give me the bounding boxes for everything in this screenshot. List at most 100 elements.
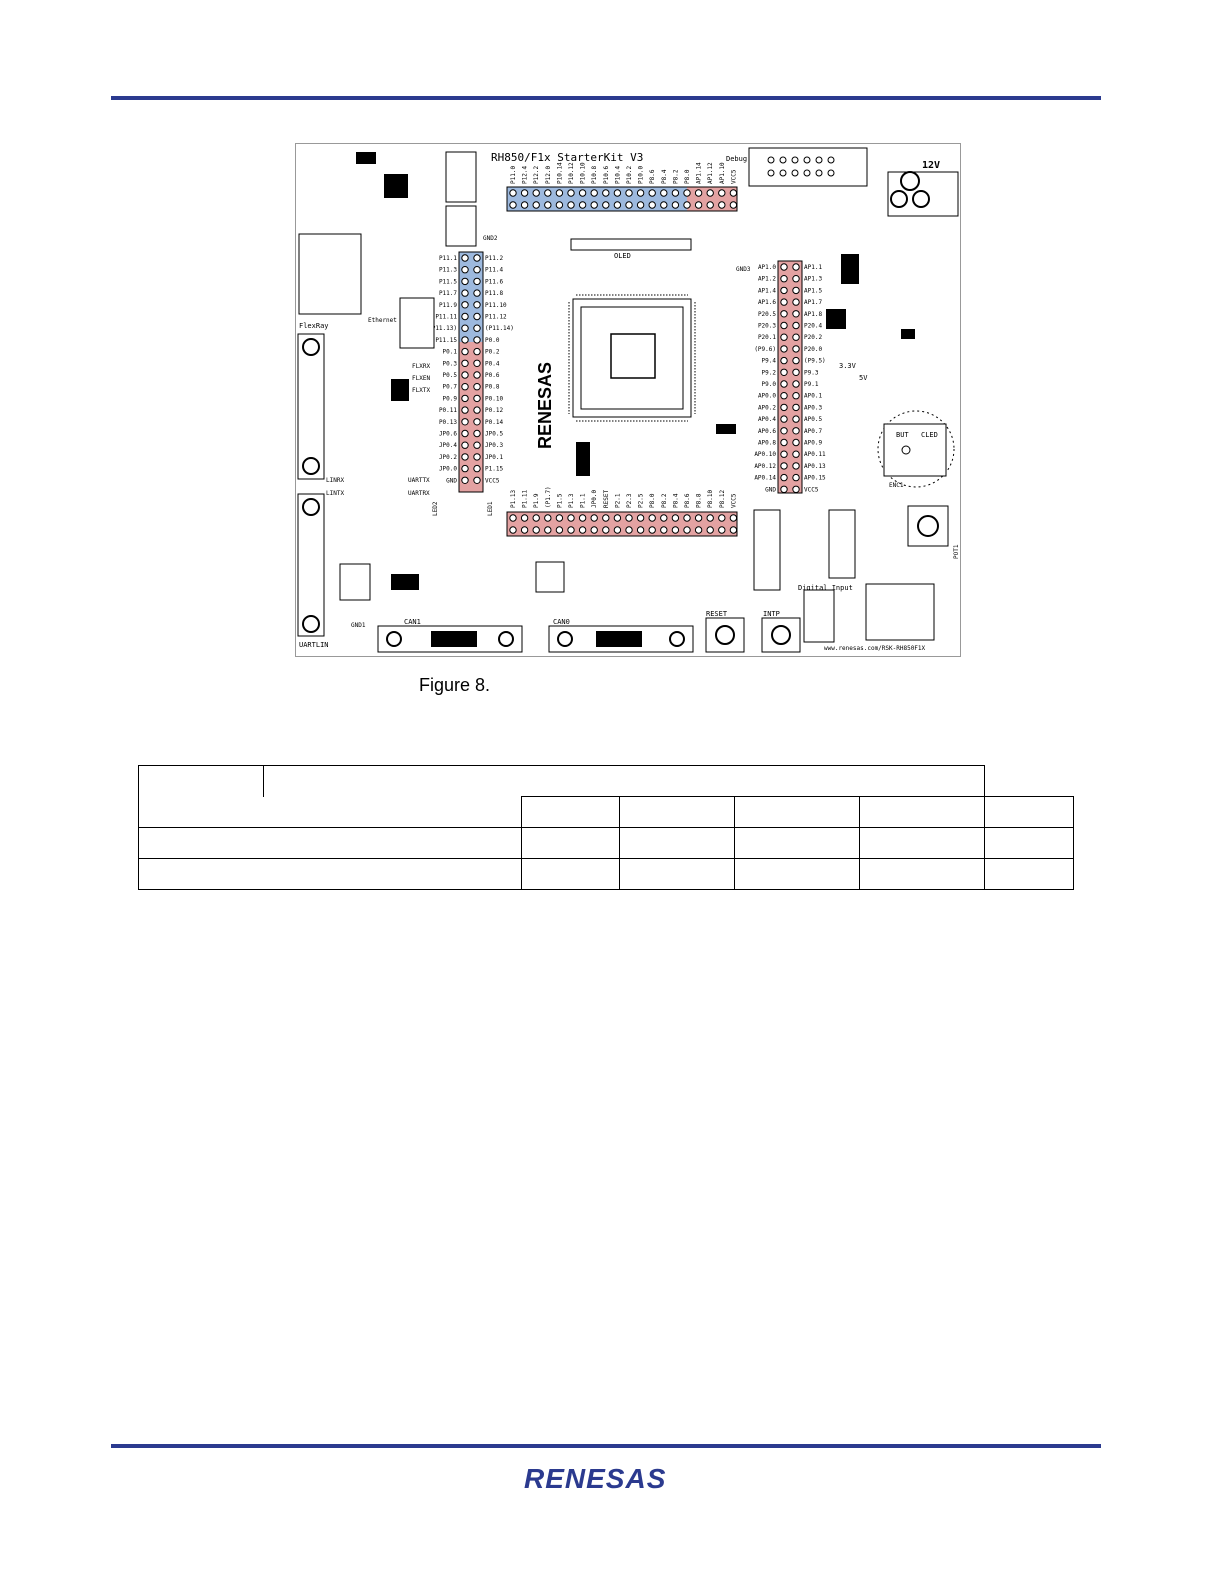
- header-pin: [602, 201, 610, 209]
- pin-label: P0.12: [485, 407, 503, 414]
- header-pin: [625, 189, 633, 197]
- pin-label: P20.5: [758, 311, 776, 318]
- pin-label: JP0.0: [439, 466, 457, 473]
- pin-label: P0.11: [439, 407, 457, 414]
- header-pin: [461, 418, 469, 426]
- table-cell: [521, 796, 620, 828]
- pin-label: GND: [446, 477, 457, 484]
- pin-label: JP0.2: [439, 454, 457, 461]
- header-pin: [671, 201, 680, 209]
- pin-label: AP0.0: [758, 393, 776, 400]
- header-pin: [461, 289, 469, 297]
- pin-label: AP0.14: [754, 475, 776, 482]
- header-pin: [473, 383, 481, 391]
- header-pin: [780, 415, 788, 423]
- header-pin: [792, 298, 800, 306]
- header-pin: [509, 526, 517, 534]
- header-pin: [780, 356, 788, 365]
- pin-label: P11.10: [485, 302, 507, 309]
- header-pin: [706, 526, 714, 534]
- debug-label: Debug: [726, 155, 747, 163]
- header-pin: [473, 441, 481, 449]
- header-pin: [792, 392, 800, 400]
- pin-label: P9.3: [804, 369, 819, 376]
- table-cell: [138, 858, 522, 890]
- header-pin: [636, 201, 645, 209]
- pin-label: GND: [765, 486, 776, 493]
- led2-label: LED2: [432, 501, 439, 516]
- header-pin: [648, 189, 656, 197]
- pin-label: P8.10: [707, 490, 714, 508]
- header-pin: [683, 189, 691, 197]
- left-header: P11.1P11.3P11.5P11.7P11.9P11.11(P11.13)P…: [428, 251, 514, 493]
- header-pin: [520, 189, 529, 197]
- table-cell: [859, 827, 985, 859]
- pin-label: VCC5: [730, 493, 737, 508]
- figure-caption: Figure 8.: [419, 675, 491, 695]
- header-pin: [780, 473, 788, 482]
- pin-label: P11.4: [485, 267, 503, 274]
- header-pin: [636, 514, 645, 522]
- pin-label: VCC5: [804, 486, 819, 493]
- pin-label: AP1.14: [696, 162, 703, 184]
- header-pin: [671, 514, 680, 522]
- table-row: [138, 796, 1074, 828]
- table-cell: [734, 858, 860, 890]
- potentiometer: POT1: [907, 505, 960, 559]
- header-pin: [683, 201, 691, 209]
- header-pin: [555, 526, 564, 534]
- header-pin: [473, 254, 481, 262]
- intp-button: INTP: [761, 610, 801, 653]
- pin-label: (P11.14): [485, 325, 514, 332]
- pin-label: P10.14: [556, 162, 563, 184]
- header-pin: [473, 464, 481, 473]
- header-pin: [780, 403, 788, 412]
- header-pin: [648, 201, 656, 209]
- flexray-connector: [297, 333, 325, 480]
- but-label: BUT: [896, 431, 909, 439]
- header-pin: [567, 514, 575, 522]
- can1-connector: CAN1: [377, 618, 523, 653]
- header-pin: [532, 201, 540, 209]
- header-pin: [613, 189, 622, 197]
- header-pin: [473, 476, 481, 484]
- spec-table: [138, 765, 1074, 890]
- header-pin: [780, 485, 788, 493]
- header-pin: [694, 201, 703, 209]
- table-cell: [984, 827, 1074, 859]
- pin-label: P0.0: [485, 337, 500, 344]
- header-pin: [473, 406, 481, 414]
- pin-label: JP0.4: [439, 442, 457, 449]
- components: [356, 152, 915, 590]
- pin-label: P8.4: [661, 169, 668, 184]
- pin-label: P12.4: [522, 166, 529, 184]
- header-pin: [671, 526, 680, 534]
- header-pin: [461, 266, 469, 274]
- pin-label: P8.12: [719, 490, 726, 508]
- pin-label: P8.2: [661, 493, 668, 508]
- pin-label: P1.13: [510, 490, 517, 508]
- right-header: AP1.0AP1.2AP1.4AP1.6P20.5P20.3P20.1(P9.6…: [754, 260, 826, 494]
- header-pin: [706, 514, 714, 522]
- pin-label: AP1.8: [804, 311, 822, 318]
- header-pin: [729, 526, 738, 534]
- pin-label: P8.8: [696, 493, 703, 508]
- header-pin: [590, 201, 598, 209]
- pin-label: P20.4: [804, 323, 822, 330]
- pin-label: AP0.4: [758, 416, 776, 423]
- table-cell: [138, 796, 522, 828]
- header-pin: [532, 526, 540, 534]
- pin-label: AP0.6: [758, 428, 776, 435]
- gnd1-label: GND1: [351, 622, 366, 629]
- intp-label: INTP: [763, 610, 780, 618]
- header-pin: [473, 418, 481, 426]
- pin-label: P8.0: [649, 493, 656, 508]
- pin-label: AP0.7: [804, 428, 822, 435]
- pin-label: P0.3: [443, 360, 458, 367]
- pin-label: P2.5: [638, 493, 645, 508]
- board-title: RH850/F1x StarterKit V3: [491, 151, 643, 164]
- header-pin: [544, 526, 552, 534]
- header-pin: [792, 286, 800, 295]
- reset-label: RESET: [706, 610, 728, 618]
